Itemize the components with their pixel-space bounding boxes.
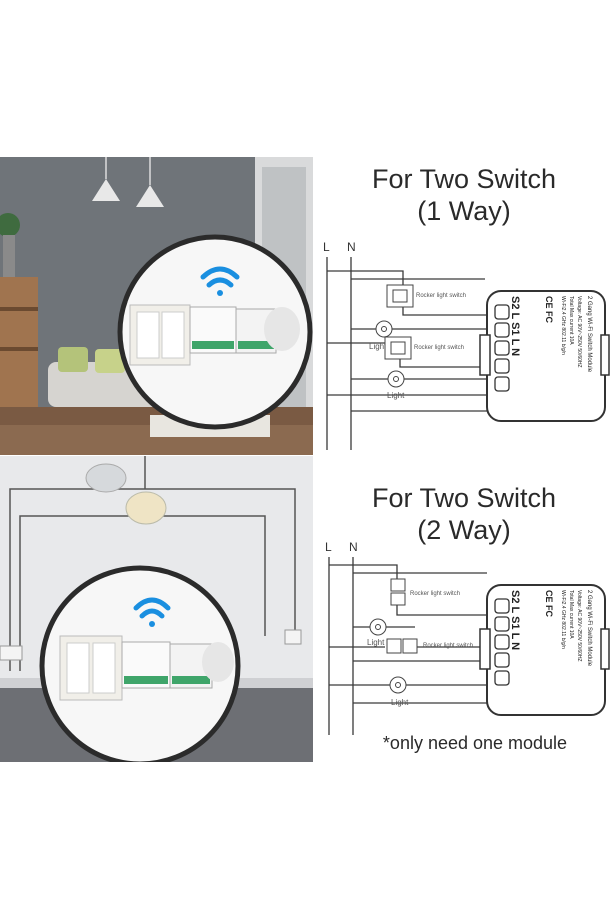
rocker-switch-icon <box>386 284 414 308</box>
rocker-switch-icon <box>386 638 418 654</box>
hallway-illustration <box>0 456 313 762</box>
switch-plate-icon <box>59 635 123 701</box>
living-room-illustration <box>0 157 313 455</box>
bulb-icon <box>389 676 407 694</box>
rocker-switch-label: Rocker light switch <box>414 345 464 351</box>
module-title: 2 Gang Wi-Fi Switch Module <box>586 296 592 373</box>
rocker-switch-label: Rocker light switch <box>423 643 473 649</box>
module-icon: 2 Gang Wi-Fi Switch Module Voltage: AC 9… <box>479 584 610 716</box>
module-terminals: S2 L S1 L N <box>509 296 521 356</box>
live-label: L <box>325 540 332 554</box>
rocker-switch-label: Rocker light switch <box>416 293 466 299</box>
module-icon <box>189 306 300 354</box>
module-current: Total Max current 10A <box>568 296 574 345</box>
switch-plate-icon <box>129 304 191 366</box>
light-label: Light <box>369 342 387 351</box>
plant-icon <box>0 213 20 237</box>
module-icon: 2 Gang Wi-Fi Switch Module Voltage: AC 9… <box>479 290 610 422</box>
module-title: 2 Gang Wi-Fi Switch Module <box>586 590 592 667</box>
module-current: Total Max current 10A <box>568 590 574 639</box>
module-cert-marks: CE FC <box>544 590 554 618</box>
wiring-diagram-two-way: L N Rocker light switch Light <box>315 535 613 760</box>
module-wifi: Wi-Fi2.4 GHz 802.11 b/g/n <box>560 296 566 355</box>
module-voltage: Voltage: AC 90V~250V 50/60HZ <box>576 590 582 662</box>
footnote-one-module: *only need one module <box>382 733 568 753</box>
rocker-switch-label: Rocker light switch <box>410 591 460 597</box>
bulb-icon <box>375 320 393 338</box>
rocker-switch-icon <box>384 336 412 360</box>
neutral-label: N <box>347 240 356 254</box>
heading-one-way-line2: (1 Way) <box>417 196 511 226</box>
heading-one-way-line1: For Two Switch <box>371 164 557 194</box>
module-terminals: S2 L S1 L N <box>509 590 521 650</box>
rocker-switch-icon <box>390 578 406 606</box>
light-label: Light <box>367 638 385 647</box>
live-label: L <box>323 240 330 254</box>
module-cert-marks: CE FC <box>544 296 554 324</box>
neutral-label: N <box>349 540 358 554</box>
bulb-icon <box>387 370 405 388</box>
wiring-diagram-one-way: L N Rocker light switch Light <box>315 235 613 465</box>
module-wifi: Wi-Fi2.4 GHz 802.11 b/g/n <box>560 590 566 649</box>
light-label: Light <box>387 391 405 400</box>
pendant-lamp-icon <box>92 157 164 207</box>
wifi-icon <box>200 266 240 296</box>
wifi-icon <box>133 597 171 627</box>
heading-two-way-line2: (2 Way) <box>417 515 511 545</box>
module-voltage: Voltage: AC 90V~250V 50/60HZ <box>576 296 582 368</box>
photo-hallway <box>0 456 313 762</box>
pendant-lamp-icon <box>85 463 167 525</box>
module-icon <box>121 641 234 689</box>
bulb-icon <box>369 618 387 636</box>
photo-living-room <box>0 157 313 455</box>
heading-two-way-line1: For Two Switch <box>371 483 557 513</box>
light-label: Light <box>391 698 409 707</box>
